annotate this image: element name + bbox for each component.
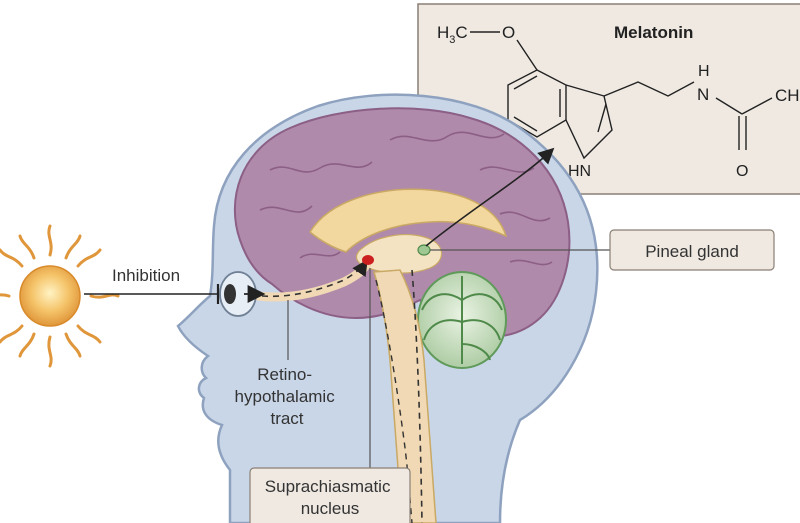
descending-pathway-dashes	[375, 279, 413, 523]
ring-nh-label: HN	[568, 163, 591, 180]
eye-icon	[219, 271, 266, 317]
tract-dashes	[261, 259, 368, 298]
melatonin-release-arrow	[425, 147, 555, 247]
pineal-label: Pineal gland	[645, 242, 739, 261]
spinal-pathway-dashes	[411, 269, 423, 523]
methoxy-h: H	[437, 23, 449, 42]
brain-gyri	[259, 131, 553, 266]
methoxy-oxygen: O	[502, 23, 515, 42]
tract-label-line2: hypothalamic	[235, 387, 336, 406]
carbonyl-methyl-bond	[741, 97, 773, 115]
scn-dot	[362, 255, 374, 265]
corpus-callosum	[309, 188, 508, 253]
cerebellum-folia	[421, 276, 503, 364]
tract-label-line1: Retino-	[257, 365, 312, 384]
scn-label: Suprachiasmatic nucleus	[265, 477, 395, 518]
pineal-gland	[417, 244, 431, 256]
amide-n-label: N	[697, 85, 709, 104]
scn-label-line2: nucleus	[301, 499, 360, 518]
svg-text:H3C: H3C	[437, 23, 468, 46]
tract-label: Retino- hypothalamic tract	[235, 365, 340, 428]
methyl-label: CH	[775, 86, 800, 105]
o-ring-bond	[516, 39, 538, 71]
melatonin-title: Melatonin	[614, 23, 693, 42]
scn-label-line1: Suprachiasmatic	[265, 477, 391, 496]
tract-label-line3: tract	[270, 409, 303, 428]
methoxy-subscript: 3	[449, 34, 455, 46]
pineal-label-box	[609, 229, 775, 271]
methoxy-c: C	[455, 23, 467, 42]
pyrrole-ring	[565, 84, 613, 160]
amide-bond	[715, 97, 743, 115]
scn-label-box	[249, 467, 411, 523]
amide-h-label: H	[698, 63, 710, 80]
sun-icon	[0, 224, 120, 368]
carbonyl-o-label: O	[736, 163, 748, 180]
ethyl-chain	[603, 81, 695, 97]
inhibition-label: Inhibition	[112, 266, 180, 285]
